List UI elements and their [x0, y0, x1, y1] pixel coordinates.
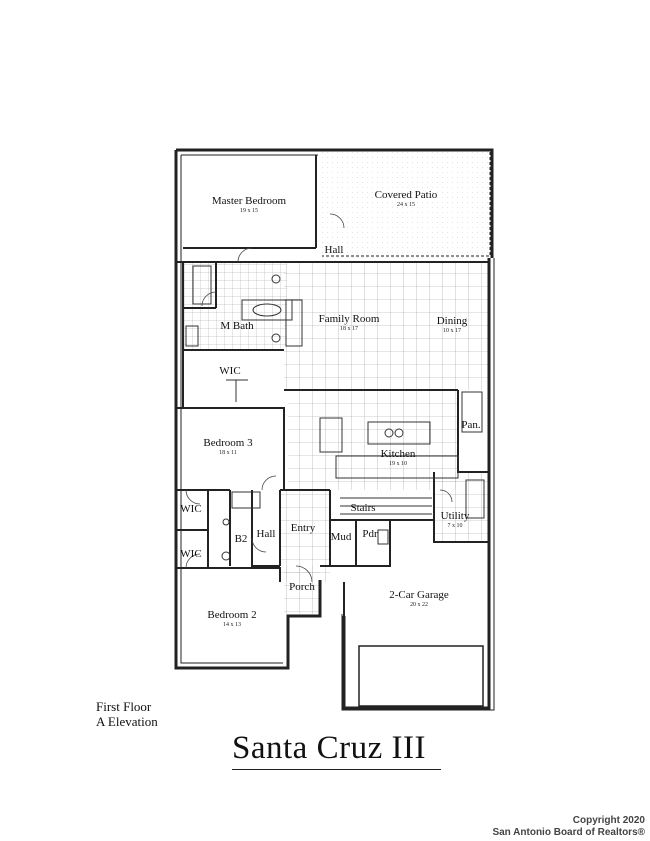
- room-utility-dims: 7 x 10: [448, 523, 463, 529]
- room-hall-mid: Hall: [257, 528, 276, 540]
- room-utility: Utility: [441, 510, 470, 522]
- copyright-line1: Copyright 2020: [572, 815, 645, 826]
- plan-title: Santa Cruz III: [232, 730, 426, 766]
- floor-caption-line1: First Floor: [96, 699, 152, 714]
- room-mud: Mud: [331, 531, 352, 543]
- room-garage: 2-Car Garage: [389, 589, 449, 601]
- room-covered-patio-dims: 24 x 15: [397, 202, 415, 208]
- room-garage-dims: 20 x 22: [410, 602, 428, 608]
- room-master-bedroom-dims: 19 x 15: [240, 208, 258, 214]
- room-wic-master: WIC: [219, 365, 240, 377]
- room-dining: Dining: [437, 315, 468, 327]
- room-entry: Entry: [291, 522, 316, 534]
- room-kitchen: Kitchen: [381, 448, 416, 460]
- room-pantry: Pan.: [461, 419, 481, 431]
- room-wic-1: WIC: [180, 503, 201, 515]
- room-dining-dims: 10 x 17: [443, 328, 461, 334]
- floor-caption-line2: A Elevation: [96, 714, 158, 729]
- room-stairs: Stairs: [350, 502, 375, 514]
- title-underline: [232, 769, 441, 770]
- room-bedroom-3-dims: 18 x 11: [219, 450, 237, 456]
- room-labels: Master Bedroom 19 x 15 Covered Patio 24 …: [180, 189, 481, 628]
- room-b2: B2: [235, 533, 248, 545]
- room-bedroom-2: Bedroom 2: [207, 609, 256, 621]
- copyright-line2: San Antonio Board of Realtors®: [492, 827, 645, 838]
- room-kitchen-dims: 19 x 10: [389, 461, 407, 467]
- room-family-room-dims: 18 x 17: [340, 326, 358, 332]
- room-powder: Pdr: [362, 528, 378, 540]
- exterior-walls: [174, 148, 495, 711]
- room-m-bath: M Bath: [220, 320, 254, 332]
- room-covered-patio: Covered Patio: [375, 189, 438, 201]
- room-hall-top: Hall: [325, 244, 344, 256]
- room-bedroom-2-dims: 14 x 13: [223, 622, 241, 628]
- room-family-room: Family Room: [319, 313, 380, 325]
- room-porch: Porch: [289, 581, 315, 593]
- door-swings: [185, 213, 453, 583]
- room-master-bedroom: Master Bedroom: [212, 195, 287, 207]
- room-wic-2: WIC: [180, 548, 201, 560]
- room-bedroom-3: Bedroom 3: [203, 437, 253, 449]
- fixtures: [185, 265, 485, 561]
